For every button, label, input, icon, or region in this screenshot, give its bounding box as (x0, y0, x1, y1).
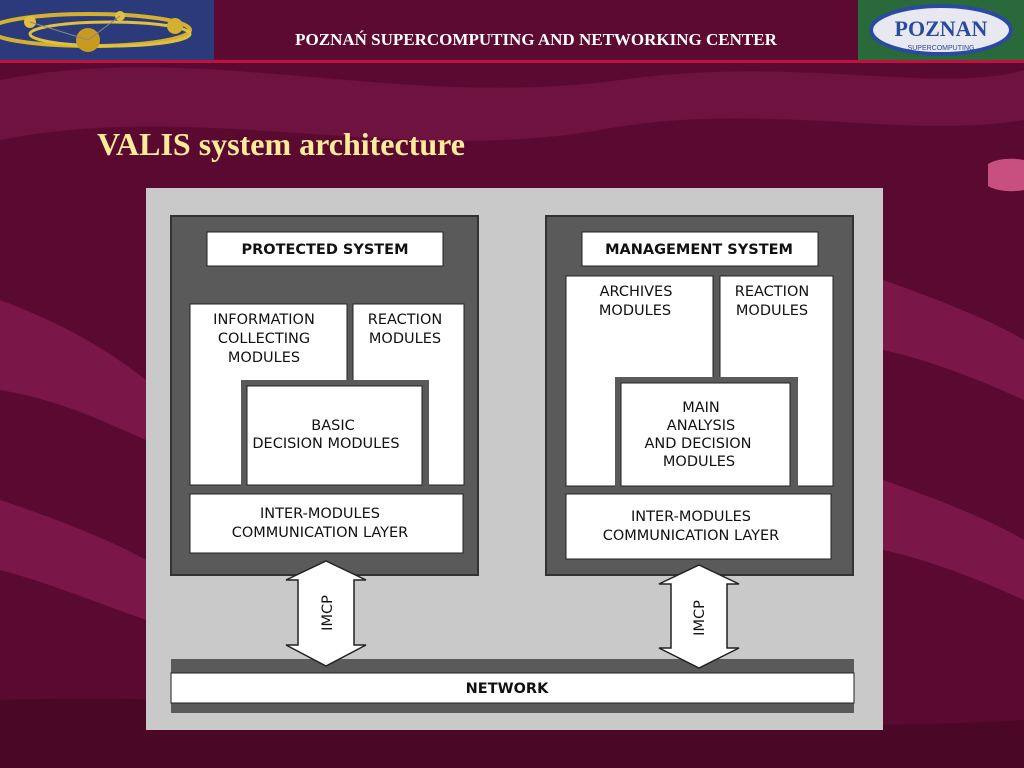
management-system-title: MANAGEMENT SYSTEM (605, 242, 793, 258)
reaction-line-1: REACTION (368, 312, 442, 328)
mgmt-comm-line-2: COMMUNICATION LAYER (603, 528, 780, 544)
imcp-right-label: IMCP (692, 600, 708, 636)
info-line-2: COLLECTING (218, 331, 310, 347)
mgmt-reaction-line-1: REACTION (735, 284, 809, 300)
protected-system-box: PROTECTED SYSTEM INFORMATION COLLECTING … (170, 215, 479, 576)
protected-comm-line-2: COMMUNICATION LAYER (232, 525, 409, 541)
imcp-arrow-right: IMCP (658, 564, 740, 669)
poznan-logo-text: POZNAN (895, 16, 988, 41)
network-bar: NETWORK (170, 659, 855, 713)
info-line-3: MODULES (228, 350, 300, 366)
poznan-logo: POZNAN SUPERCOMPUTING (858, 0, 1024, 60)
main-analysis-box (620, 382, 791, 487)
info-line-1: INFORMATION (213, 312, 315, 328)
header-bar: POZNAŃ SUPERCOMPUTING AND NETWORKING CEN… (0, 0, 1024, 60)
slide-title: VALIS system architecture (97, 126, 465, 162)
protected-system-title: PROTECTED SYSTEM (241, 242, 408, 258)
basic-line-2: DECISION MODULES (252, 436, 399, 452)
archives-line-2: MODULES (599, 303, 671, 319)
header-title: POZNAŃ SUPERCOMPUTING AND NETWORKING CEN… (295, 30, 777, 49)
protected-comm-line-1: INTER-MODULES (260, 506, 380, 522)
main-line-4: MODULES (663, 454, 735, 470)
network-label: NETWORK (466, 681, 549, 697)
poznan-logo-subtext: SUPERCOMPUTING (908, 45, 975, 52)
mgmt-reaction-line-2: MODULES (736, 303, 808, 319)
reaction-line-2: MODULES (369, 331, 441, 347)
imcp-left-label: IMCP (320, 595, 336, 631)
mgmt-comm-line-1: INTER-MODULES (631, 509, 751, 525)
basic-decision-box (246, 385, 423, 486)
basic-line-1: BASIC (311, 418, 354, 434)
main-line-3: AND DECISION (644, 436, 751, 452)
architecture-diagram: PROTECTED SYSTEM INFORMATION COLLECTING … (146, 188, 883, 730)
header-rule (0, 60, 1024, 63)
decorative-tab (988, 158, 1024, 192)
atom-orbit-logo (0, 0, 214, 60)
main-line-2: ANALYSIS (667, 418, 735, 434)
protected-comm-layer-box (189, 493, 464, 554)
archives-line-1: ARCHIVES (600, 284, 673, 300)
mgmt-comm-layer-box (565, 493, 832, 560)
main-line-1: MAIN (682, 400, 720, 416)
imcp-arrow-left: IMCP (285, 560, 367, 667)
management-system-box: MANAGEMENT SYSTEM ARCHIVES MODULES REACT… (545, 215, 854, 576)
